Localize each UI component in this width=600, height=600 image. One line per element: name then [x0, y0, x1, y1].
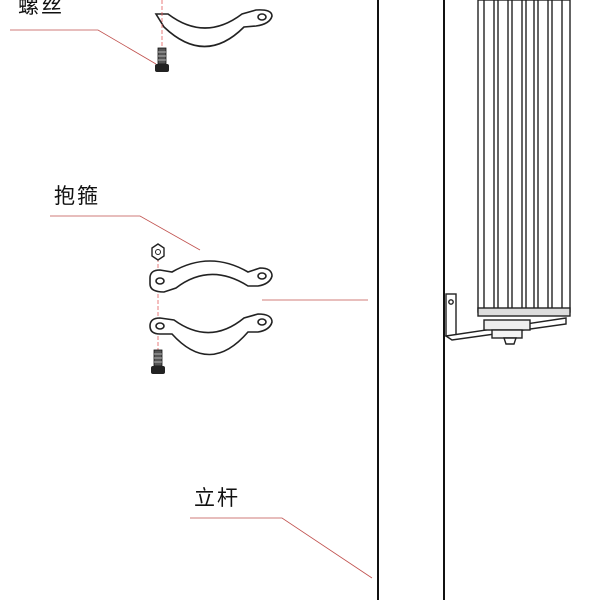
- pipe-clamp-upper-icon: [149, 260, 273, 293]
- display-panel-icon: [477, 0, 571, 317]
- clamp-leader-line: [50, 215, 201, 251]
- clamp-label: 抱箍: [54, 184, 100, 208]
- nut-icon: [151, 243, 165, 261]
- pole: [377, 0, 445, 600]
- screw-leader-line: [10, 29, 157, 65]
- mounting-bracket-icon: [444, 293, 567, 345]
- screw-icon: [151, 349, 165, 374]
- pipe-clamp-lower-icon: [149, 313, 273, 356]
- pole-label: 立杆: [194, 486, 240, 510]
- pole-leader-line: [190, 517, 373, 579]
- screw-icon: [155, 47, 169, 72]
- screw-label: 螺丝: [18, 0, 64, 18]
- pipe-clamp-icon: [154, 9, 273, 48]
